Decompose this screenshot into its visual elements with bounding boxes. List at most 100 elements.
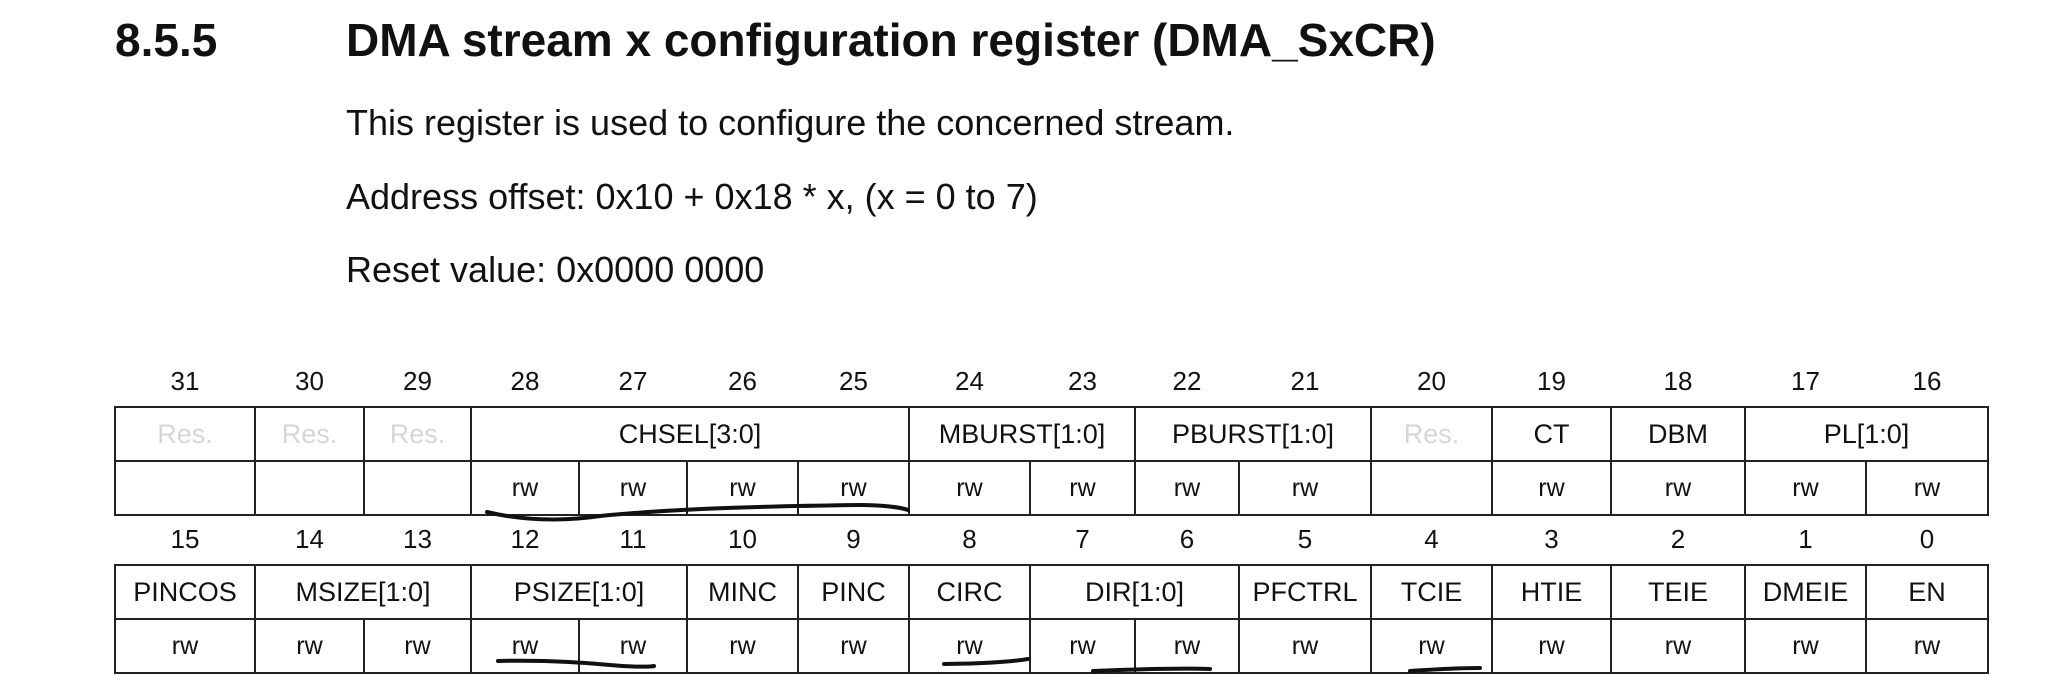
bit-number: 7 [1075, 523, 1090, 554]
reset-value: Reset value: 0x0000 0000 [346, 249, 765, 290]
bit-number: 3 [1544, 523, 1559, 554]
bit-number: 19 [1537, 365, 1566, 396]
bit-number: 28 [510, 365, 540, 396]
section-number: 8.5.5 [115, 14, 218, 66]
field-teie: TEIE [1610, 564, 1746, 620]
access-empty [363, 460, 472, 516]
field-pfctrl: PFCTRL [1238, 564, 1372, 620]
access-type: rw [114, 618, 256, 674]
field-htie: HTIE [1491, 564, 1612, 620]
access-type: rw [908, 618, 1031, 674]
register-description: This register is used to configure the c… [346, 102, 1235, 143]
access-type: rw [1744, 618, 1867, 674]
bit-number: 18 [1663, 365, 1693, 396]
register-table-lower: 15 14 13 12 11 10 9 8 7 6 5 4 3 2 1 0 PI… [114, 514, 1989, 674]
bit-number: 16 [1912, 365, 1942, 396]
field-reserved-30: Res. [254, 406, 365, 462]
bit-number: 10 [728, 523, 757, 554]
bit-number: 6 [1179, 523, 1195, 554]
field-chsel: CHSEL[3:0] [470, 406, 910, 462]
access-type: rw [797, 618, 910, 674]
access-type: rw [470, 618, 580, 674]
access-type: rw [1491, 460, 1612, 516]
access-type: rw [578, 618, 688, 674]
field-circ: CIRC [908, 564, 1031, 620]
access-type: rw [1238, 618, 1372, 674]
section-title: DMA stream x configuration register (DMA… [346, 14, 1436, 66]
bit-number: 9 [846, 523, 861, 554]
access-type: rw [1610, 618, 1746, 674]
field-dir: DIR[1:0] [1029, 564, 1240, 620]
access-type: rw [254, 618, 365, 674]
bit-number: 25 [839, 365, 868, 396]
field-pincos: PINCOS [114, 564, 256, 620]
access-type: rw [1370, 618, 1493, 674]
access-empty [114, 460, 256, 516]
access-type: rw [1134, 618, 1240, 674]
bit-number: 11 [619, 523, 647, 554]
access-empty [1370, 460, 1493, 516]
bit-number: 31 [170, 365, 200, 396]
register-table-upper: 31 30 29 28 27 26 25 24 23 22 21 20 19 1… [114, 356, 1989, 516]
bit-number: 4 [1424, 523, 1439, 554]
access-type: rw [1744, 460, 1867, 516]
bit-number: 1 [1798, 523, 1813, 554]
access-type: rw [1029, 618, 1136, 674]
address-offset: Address offset: 0x10 + 0x18 * x, (x = 0 … [346, 176, 1038, 217]
bit-number: 29 [403, 365, 432, 396]
access-type: rw [797, 460, 910, 516]
access-type: rw [1865, 460, 1989, 516]
bit-number: 21 [1290, 365, 1320, 396]
access-type: rw [1238, 460, 1372, 516]
access-type: rw [1491, 618, 1612, 674]
field-name-row: Res. Res. Res. CHSEL[3:0] MBURST[1:0] PB… [114, 406, 1989, 462]
field-minc: MINC [686, 564, 799, 620]
field-reserved-29: Res. [363, 406, 472, 462]
bit-number: 14 [295, 523, 324, 554]
field-reserved-20: Res. [1370, 406, 1493, 462]
field-psize: PSIZE[1:0] [470, 564, 688, 620]
bit-number-row: 31 30 29 28 27 26 25 24 23 22 21 20 19 1… [115, 356, 1988, 407]
access-type: rw [686, 618, 799, 674]
field-dmeie: DMEIE [1744, 564, 1867, 620]
bit-number: 12 [510, 523, 540, 554]
bit-number: 26 [728, 365, 757, 396]
access-type: rw [363, 618, 472, 674]
access-type: rw [1029, 460, 1136, 516]
access-type: rw [1610, 460, 1746, 516]
bit-number: 30 [295, 365, 324, 396]
access-row: rw rw rw rw rw rw rw rw rw rw rw rw [114, 460, 1989, 516]
bit-number: 15 [170, 523, 200, 554]
access-type: rw [908, 460, 1031, 516]
bit-number: 24 [955, 365, 984, 396]
field-tcie: TCIE [1370, 564, 1493, 620]
bit-number: 20 [1417, 365, 1446, 396]
bit-number: 22 [1172, 365, 1202, 396]
field-pinc: PINC [797, 564, 910, 620]
bit-number: 27 [618, 365, 648, 396]
bit-number: 23 [1068, 365, 1097, 396]
field-msize: MSIZE[1:0] [254, 564, 472, 620]
bit-number: 17 [1791, 365, 1820, 396]
access-type: rw [578, 460, 688, 516]
field-mburst: MBURST[1:0] [908, 406, 1136, 462]
access-type: rw [1134, 460, 1240, 516]
field-dbm: DBM [1610, 406, 1746, 462]
bit-number: 8 [962, 523, 977, 554]
bit-number: 5 [1297, 523, 1313, 554]
field-en: EN [1865, 564, 1989, 620]
access-empty [254, 460, 365, 516]
bit-number: 13 [403, 523, 432, 554]
field-name-row: PINCOS MSIZE[1:0] PSIZE[1:0] MINC PINC C… [114, 564, 1989, 620]
bit-number-row: 15 14 13 12 11 10 9 8 7 6 5 4 3 2 1 0 [115, 514, 1988, 565]
field-pl: PL[1:0] [1744, 406, 1989, 462]
access-type: rw [1865, 618, 1989, 674]
access-type: rw [470, 460, 580, 516]
bit-number: 2 [1670, 523, 1686, 554]
bit-number: 0 [1919, 523, 1935, 554]
field-reserved-31: Res. [114, 406, 256, 462]
field-pburst: PBURST[1:0] [1134, 406, 1372, 462]
access-row: rw rw rw rw rw rw rw rw rw rw rw rw rw r… [114, 618, 1989, 674]
field-ct: CT [1491, 406, 1612, 462]
access-type: rw [686, 460, 799, 516]
